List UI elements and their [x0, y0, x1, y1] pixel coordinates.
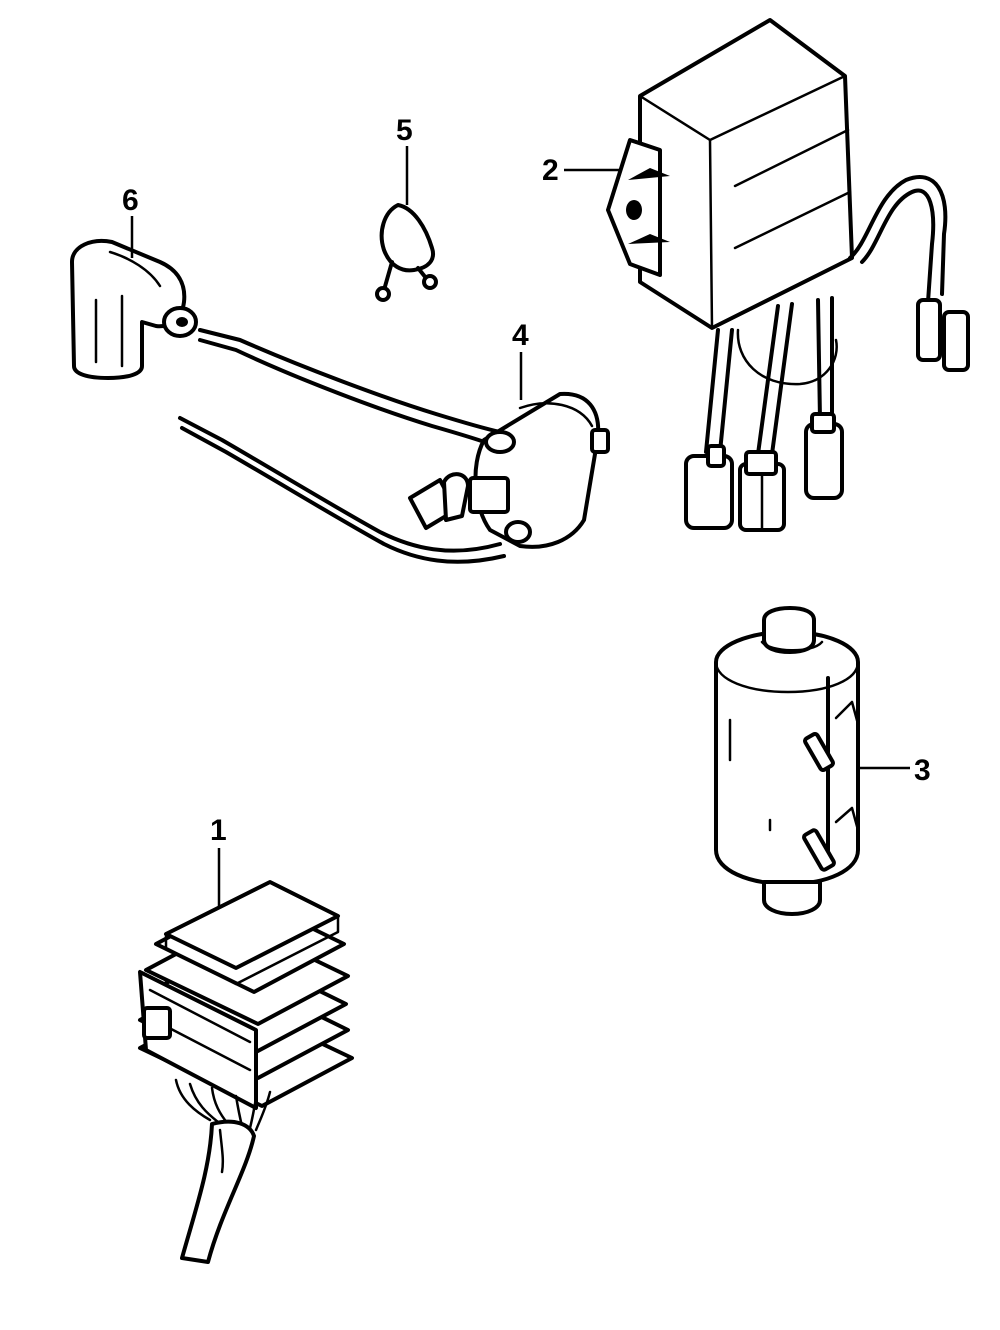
part-4-ignition-coil — [178, 328, 610, 564]
callout-3: 3 — [914, 754, 931, 787]
part-2-cdi-box — [606, 18, 970, 532]
part-6-spark-plug-cap — [70, 239, 198, 380]
callout-5: 5 — [396, 114, 413, 147]
callout-6: 6 — [122, 184, 139, 217]
part-5-clip — [375, 203, 438, 302]
callout-1: 1 — [210, 814, 227, 847]
callout-4: 4 — [512, 319, 529, 352]
callout-2: 2 — [542, 154, 559, 187]
part-3-condenser — [714, 606, 860, 916]
part-1-regulator — [138, 880, 354, 1264]
